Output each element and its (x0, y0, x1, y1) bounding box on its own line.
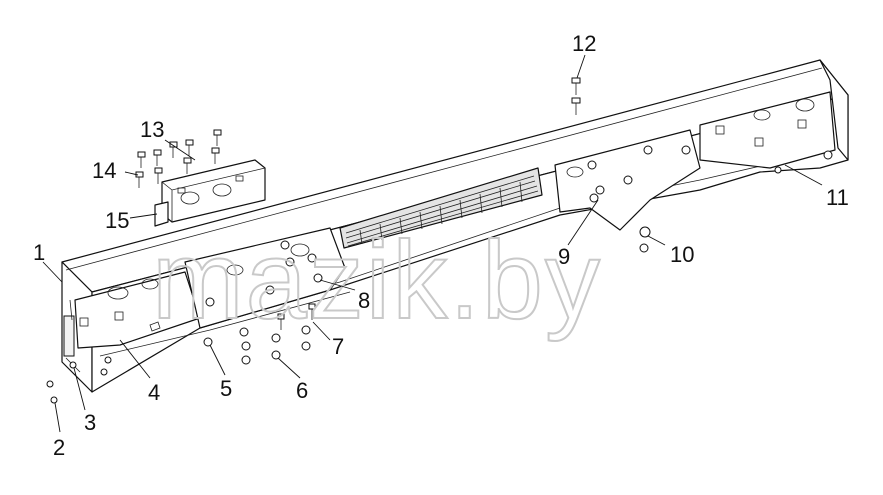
label-8: 8 (358, 288, 370, 313)
label-13: 13 (140, 117, 164, 142)
left-mounting-bracket (74, 271, 201, 349)
label-9: 9 (558, 244, 570, 269)
label-2: 2 (53, 435, 65, 460)
label-11: 11 (826, 185, 849, 210)
label-15: 15 (105, 208, 129, 233)
watermark-text: mazik.by (152, 219, 602, 342)
label-7: 7 (332, 334, 344, 359)
bolt-group-top (135, 129, 222, 188)
top-mounting-plate (154, 159, 266, 227)
bolt-group-12 (571, 77, 581, 115)
center-right-bracket (554, 129, 701, 253)
label-3: 3 (84, 410, 96, 435)
leader-lines (42, 54, 823, 433)
fastener-group-left (46, 356, 112, 404)
callout-labels: 1 2 3 4 5 6 7 8 9 10 11 12 13 14 15 (33, 31, 849, 460)
label-4: 4 (148, 380, 160, 405)
label-12: 12 (572, 31, 596, 56)
label-5: 5 (220, 376, 232, 401)
fastener-group-lower (203, 303, 316, 365)
label-10: 10 (670, 242, 694, 267)
label-1: 1 (33, 240, 45, 265)
mesh-grille (339, 167, 543, 249)
label-14: 14 (92, 158, 116, 183)
right-mounting-bracket (699, 91, 836, 174)
label-6: 6 (296, 378, 308, 403)
